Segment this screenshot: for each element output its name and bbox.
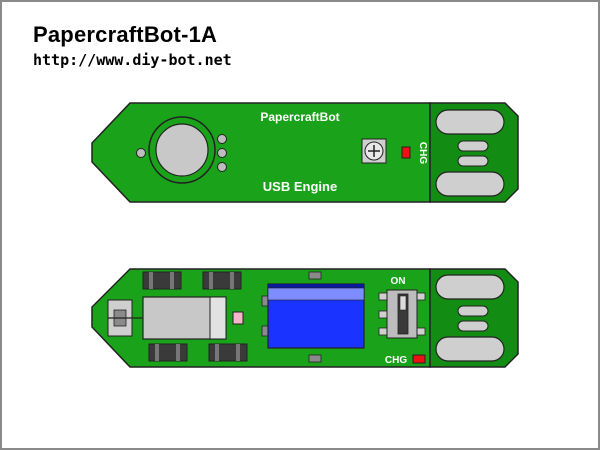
bottom-usb-plug: [429, 268, 519, 368]
bottom-board-chg-label: CHG: [385, 355, 407, 366]
via-hole: [217, 148, 227, 158]
top-board-name-label: PapercraftBot: [260, 110, 339, 124]
motor-connector: [107, 299, 145, 337]
via-hole: [136, 148, 146, 158]
capacitor-block: [142, 296, 227, 340]
diode: [148, 343, 188, 362]
trimmer-potentiometer: [361, 138, 387, 164]
diode: [208, 343, 248, 362]
bottom-pcb-board: ON CHG: [91, 268, 519, 368]
diode: [202, 271, 242, 290]
via-hole: [217, 134, 227, 144]
via-hole: [217, 162, 227, 172]
top-board-engine-label: USB Engine: [263, 179, 337, 194]
top-board-chg-label: CHG: [417, 142, 428, 164]
diode: [142, 271, 182, 290]
charge-led-bottom: [412, 354, 426, 364]
resistor: [232, 311, 244, 325]
top-usb-plug: [429, 102, 519, 203]
lipo-battery: [267, 283, 365, 349]
pad: [308, 271, 322, 280]
pad: [261, 295, 269, 307]
switch-on-label: ON: [391, 276, 406, 287]
top-pcb-board: PapercraftBot USB Engine CHG: [91, 102, 519, 203]
charge-led-top: [401, 146, 411, 159]
website-url: http://www.diy-bot.net: [33, 51, 232, 69]
pad: [261, 325, 269, 337]
pad: [308, 354, 322, 363]
power-slide-switch: [378, 289, 426, 339]
page-title: PapercraftBot-1A: [33, 22, 218, 47]
